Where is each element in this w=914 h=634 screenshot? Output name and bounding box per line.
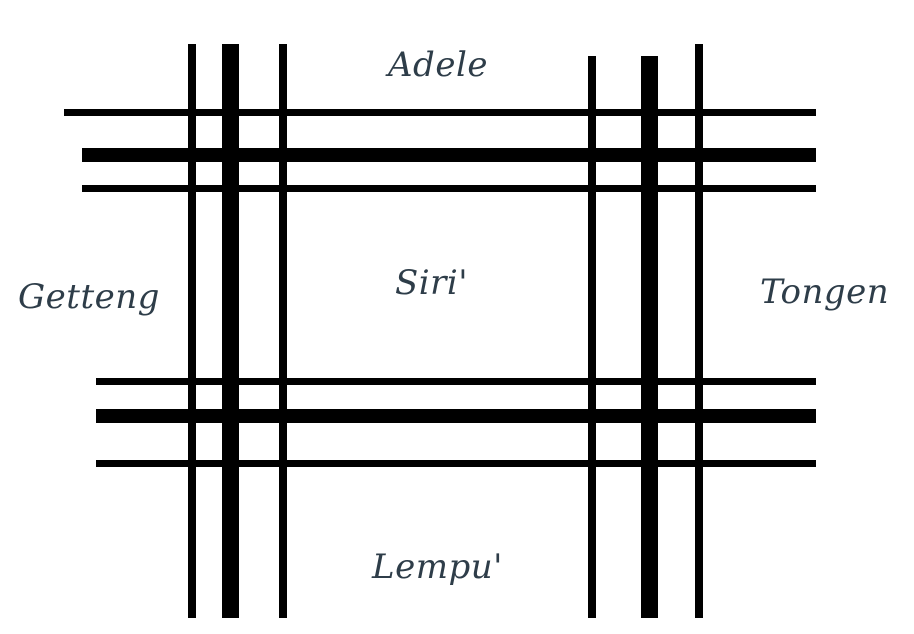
top-band-thick-line xyxy=(82,148,816,162)
left-band-thin-line-inner xyxy=(279,44,287,618)
right-band-thick-line xyxy=(641,56,658,618)
label-lempu: Lempu' xyxy=(372,547,503,587)
left-band-thin-line-outer xyxy=(188,44,196,618)
label-tongen: Tongen xyxy=(760,272,890,312)
top-band-thin-line-upper xyxy=(64,109,816,116)
label-siri: Siri' xyxy=(395,263,469,303)
right-band-thin-line-inner xyxy=(588,56,596,618)
top-band-thin-line-lower xyxy=(82,185,816,192)
bottom-band-thin-line-lower xyxy=(96,460,816,467)
label-getteng: Getteng xyxy=(18,277,160,317)
bottom-band-thick-line xyxy=(96,409,816,423)
right-band-thin-line-outer xyxy=(695,44,703,618)
left-band-thick-line xyxy=(222,44,239,618)
bottom-band-thin-line-upper xyxy=(96,378,816,385)
label-adele: Adele xyxy=(388,45,488,85)
